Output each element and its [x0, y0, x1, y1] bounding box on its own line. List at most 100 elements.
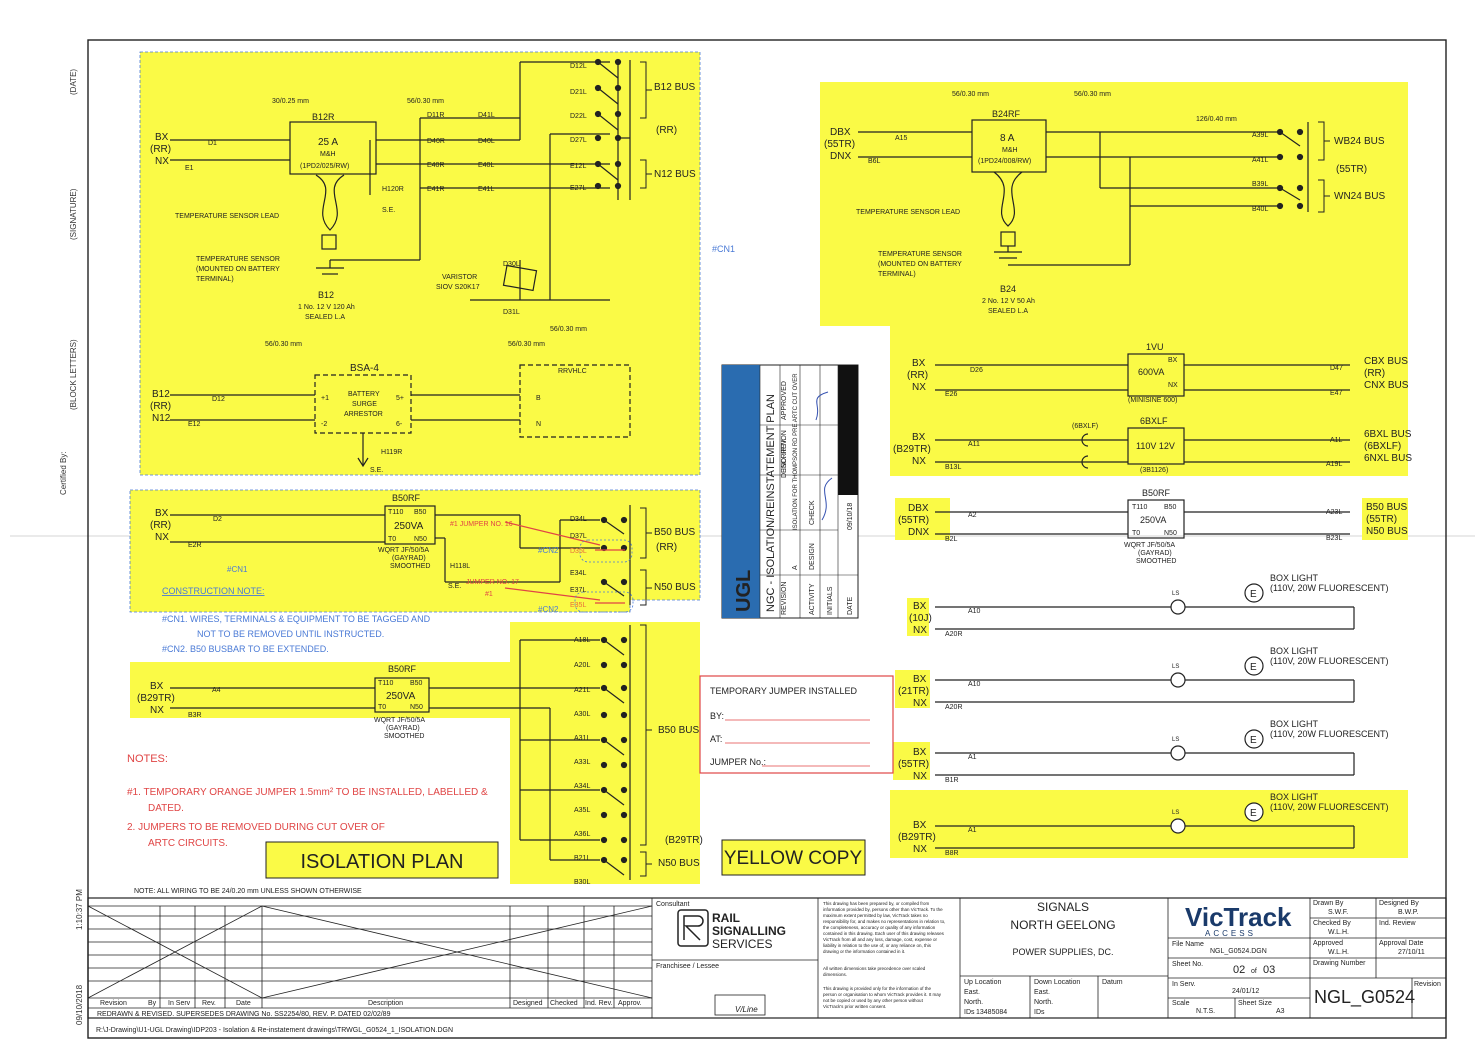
- loc-up-ids-val: 13485084: [976, 1009, 1007, 1016]
- loc-datum: Datum: [1102, 979, 1123, 986]
- light-subtitle: (110V, 20W FLUORESCENT): [1270, 729, 1389, 739]
- rb50-b50: B50: [1164, 504, 1177, 511]
- rb50-dnx: DNX: [908, 527, 929, 538]
- term-a11: A11: [968, 441, 980, 448]
- b50-left-labels: BX (RR) NX D2 E2R B50RF T110 B50 250VA T…: [150, 493, 696, 614]
- light-switch-icon: [1170, 818, 1186, 834]
- vu-bx-pin: BX: [1168, 357, 1178, 364]
- vu-rr: (RR): [907, 370, 928, 381]
- light-term-2: A20R: [945, 704, 963, 711]
- light-title: BOX LIGHT: [1270, 792, 1319, 802]
- bxlf-tr: (B29TR): [893, 444, 931, 455]
- rb50-wqrt-3: SMOOTHED: [1136, 558, 1176, 565]
- file-label: File Name: [1172, 941, 1204, 948]
- term-e12: E12: [188, 421, 201, 428]
- bus-a41l: A41L: [1252, 157, 1268, 164]
- rn50-bus: N50 BUS: [1366, 526, 1408, 537]
- battery-spec-2: SEALED L.A: [305, 314, 345, 321]
- arrestor-2: SURGE: [352, 401, 377, 408]
- loc-up: Up Location: [964, 979, 1001, 986]
- term-d40r: D40R: [427, 138, 445, 145]
- disc-12: This drawing is provided only for the in…: [823, 986, 932, 991]
- wb24-bus: WB24 BUS: [1334, 136, 1385, 147]
- file-path: R:\J-Drawing\U1-UGL Drawing\IDP203 - Iso…: [96, 1027, 453, 1034]
- loc-up-ids: IDs: [964, 1009, 975, 1016]
- bus2-d37l: D37L: [570, 533, 587, 540]
- rb50-n50: N50: [1164, 530, 1177, 537]
- b50rf-b50: B50: [414, 509, 427, 516]
- temp-lead-label: TEMPERATURE SENSOR LEAD: [175, 213, 279, 220]
- vu-nx-pin: NX: [1168, 382, 1178, 389]
- cn-note-3: #CN2. B50 BUSBAR TO BE EXTENDED.: [162, 644, 329, 654]
- bsa4-label: BSA-4: [350, 363, 379, 374]
- b50-bx: BX: [155, 508, 169, 519]
- b12-group-1: B12: [152, 389, 170, 400]
- signals-title: SIGNALS: [1037, 900, 1089, 914]
- margin-print-time: 1:10:37 PM: [75, 889, 84, 930]
- consultant-label: Consultant: [656, 901, 690, 908]
- b12r-fuse: [289, 121, 377, 175]
- b50-circuit-b29: [170, 625, 631, 880]
- note-1: #1. TEMPORARY ORANGE JUMPER 1.5mm² TO BE…: [127, 787, 488, 798]
- rev-desc: ISOLATION FOR THOMPSON RD PRE ARTC CUT O…: [793, 373, 799, 530]
- b50rf-label: B50RF: [392, 493, 421, 503]
- company-1: RAIL: [712, 911, 740, 925]
- rb50-wqrt-1: WQRT JF/50/5A: [1124, 542, 1175, 549]
- light-title: BOX LIGHT: [1270, 573, 1319, 583]
- tr55-bus: (55TR): [1336, 164, 1367, 175]
- term-d41l: D41L: [478, 112, 495, 119]
- r-temp-lead: TEMPERATURE SENSOR LEAD: [856, 209, 960, 216]
- inserv-value: 24/01/12: [1232, 988, 1259, 995]
- light-group-bx: BX: [913, 601, 927, 612]
- drno-label: Drawing Number: [1313, 960, 1366, 967]
- cbx-bus: CBX BUS: [1364, 356, 1408, 367]
- arrestor-1: BATTERY: [348, 391, 380, 398]
- light-group-name: (55TR): [898, 759, 929, 770]
- isolation-plan-label: ISOLATION PLAN: [300, 851, 463, 873]
- bxlf-volts: 110V 12V: [1136, 441, 1175, 451]
- rev-col-revision: REVISION: [781, 582, 788, 615]
- b12-group-3: N12: [152, 413, 171, 424]
- r-temp-sensor-3: TERMINAL): [878, 271, 916, 278]
- light-group-name: (10J): [909, 613, 932, 624]
- b50-nx: NX: [155, 532, 169, 543]
- isolation-plan-box: [265, 841, 499, 879]
- rb50rf-label: B50RF: [1142, 488, 1171, 498]
- b50rf-wqrt-1: WQRT JF/50/5A: [378, 547, 429, 554]
- b50-rr: (RR): [150, 520, 171, 531]
- light-e: E: [1250, 589, 1257, 600]
- subject-title: POWER SUPPLIES, DC.: [1012, 947, 1113, 957]
- light-term-2: A20R: [945, 631, 963, 638]
- disc-7: VicTrack from all and any loss, damage, …: [823, 937, 938, 942]
- notes-title: NOTES:: [127, 753, 168, 765]
- victrack-logo: VicTrack: [1185, 902, 1292, 932]
- disc-14: not be copied or used by any other perso…: [823, 998, 924, 1003]
- hdr-revision: Revision: [100, 1000, 127, 1007]
- b29-t110: T110: [378, 680, 394, 687]
- temp-title: TEMPORARY JUMPER INSTALLED: [710, 686, 858, 696]
- checked-value: W.L.H.: [1328, 929, 1349, 936]
- b24-switches: [1276, 128, 1304, 210]
- bus-d12l: D12L: [570, 63, 587, 70]
- vu-label: 1VU: [1146, 342, 1164, 352]
- term-e41l: E41L: [478, 186, 494, 193]
- light-term-2: B1R: [945, 777, 959, 784]
- approved-label: Approved: [1313, 940, 1343, 947]
- jumper-2-label: JUMPER NO. 17: [466, 579, 519, 586]
- pin-p5: 5+: [396, 395, 404, 402]
- fuse-amp: 25 A: [318, 137, 338, 148]
- temp-jumper: JUMPER No.:: [710, 757, 766, 767]
- bxlf-label: 6BXLF: [1140, 416, 1168, 426]
- b50-rr-label: (RR): [656, 542, 677, 553]
- light-group-name: (B29TR): [898, 832, 936, 843]
- b50-cn2-marks: [574, 539, 634, 613]
- note-2: 2. JUMPERS TO BE REMOVED DURING CUT OVER…: [127, 822, 385, 833]
- light-group-name: (21TR): [898, 686, 929, 697]
- hdr-date: Date: [236, 1000, 251, 1007]
- sheet-label: Sheet No.: [1172, 961, 1203, 968]
- light-switch-icon: [1170, 599, 1186, 615]
- b12-bus-braces: [640, 61, 652, 189]
- temp-at: AT:: [710, 734, 722, 744]
- rrvhlc-b: B: [536, 395, 541, 402]
